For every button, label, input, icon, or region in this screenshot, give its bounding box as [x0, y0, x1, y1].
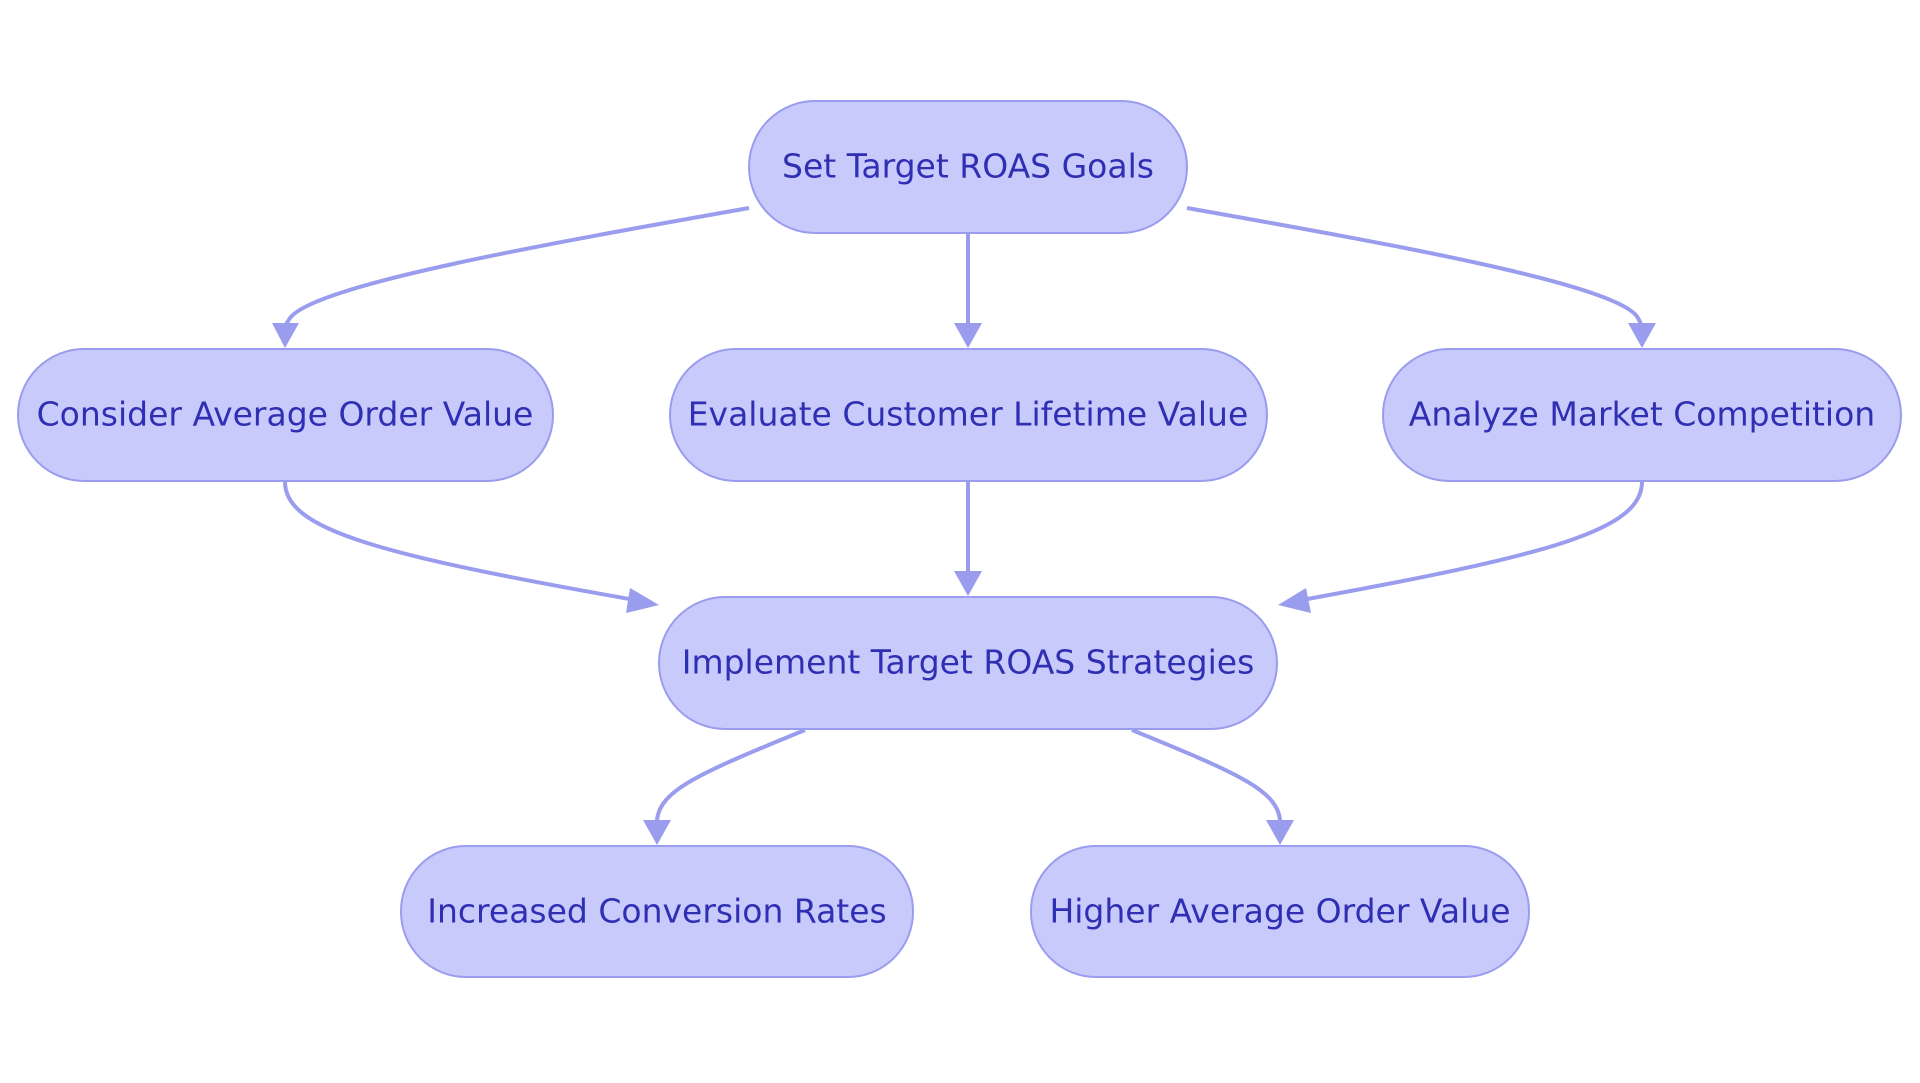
arrowhead-implement-center	[954, 571, 982, 596]
arrowhead-higher-aov	[1266, 820, 1294, 845]
edge-set-goals-to-market-competition	[1186, 206, 1644, 327]
node-evaluate-customer-lifetime-value: Evaluate Customer Lifetime Value	[669, 348, 1268, 482]
edge-set-goals-to-average-order-value	[283, 206, 750, 328]
node-label: Analyze Market Competition	[1409, 395, 1875, 434]
arrowhead-implement-right	[1278, 588, 1311, 613]
node-label: Evaluate Customer Lifetime Value	[688, 395, 1249, 434]
node-label: Consider Average Order Value	[37, 395, 534, 434]
edge-implement-to-higher-aov	[1131, 728, 1282, 823]
edges	[272, 206, 1656, 845]
node-increased-conversion-rates: Increased Conversion Rates	[400, 845, 914, 978]
node-label: Implement Target ROAS Strategies	[682, 643, 1255, 682]
arrowhead-average-order-value	[272, 323, 299, 348]
node-analyze-market-competition: Analyze Market Competition	[1382, 348, 1902, 482]
arrowhead-market-competition	[1628, 323, 1656, 348]
edge-market-competition-to-implement	[1301, 481, 1644, 602]
node-label: Higher Average Order Value	[1049, 892, 1510, 931]
edge-implement-to-conversion-rates	[655, 728, 806, 823]
node-consider-average-order-value: Consider Average Order Value	[17, 348, 554, 482]
edge-average-order-value-to-implement	[283, 481, 636, 602]
node-label: Set Target ROAS Goals	[782, 147, 1154, 186]
arrowhead-conversion-rates	[643, 820, 671, 845]
node-implement-target-roas-strategies: Implement Target ROAS Strategies	[658, 596, 1278, 730]
arrowhead-customer-lifetime-value	[954, 323, 982, 348]
arrowhead-implement-left	[626, 588, 659, 613]
node-set-target-roas-goals: Set Target ROAS Goals	[748, 100, 1188, 234]
node-label: Increased Conversion Rates	[427, 892, 886, 931]
node-higher-average-order-value: Higher Average Order Value	[1030, 845, 1530, 978]
